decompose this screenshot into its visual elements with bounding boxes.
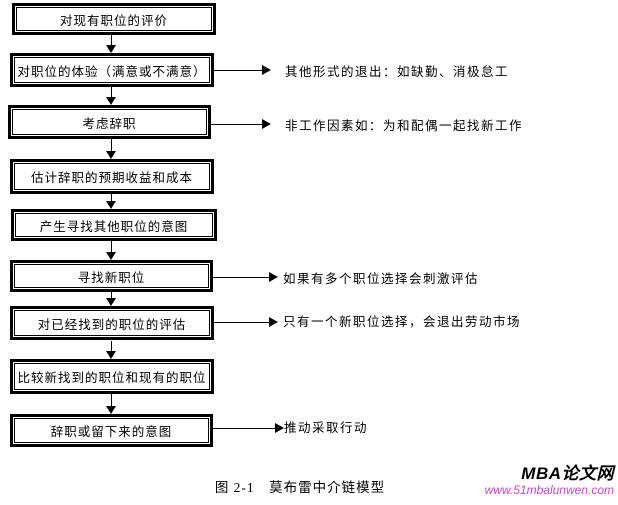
flow-box-1: 对现有职位的评价 bbox=[12, 3, 216, 35]
flow-box-5-label: 产生寻找其他职位的意图 bbox=[39, 219, 189, 234]
flow-box-9: 辞职或留下来的意图 bbox=[10, 414, 213, 447]
watermark-site-name: MBA论文网 bbox=[521, 464, 614, 483]
down-arrow-icon bbox=[105, 35, 117, 53]
annotation-multiple-options: 如果有多个职位选择会刺激评估 bbox=[283, 272, 480, 286]
right-arrow-icon bbox=[214, 316, 278, 328]
figure-caption: 图 2-1 莫布雷中介链模型 bbox=[214, 480, 386, 495]
down-arrow-icon bbox=[105, 394, 117, 414]
down-arrow-icon bbox=[105, 341, 117, 359]
right-arrow-icon bbox=[211, 118, 271, 130]
down-arrow-icon bbox=[105, 194, 117, 209]
flow-box-1-label: 对现有职位的评价 bbox=[59, 13, 168, 28]
flow-box-2: 对职位的体验（满意或不满意） bbox=[10, 53, 214, 87]
down-arrow-icon bbox=[105, 87, 117, 105]
annotation-other-withdrawal: 其他形式的退出：如缺勤、消极怠工 bbox=[285, 65, 510, 79]
flow-box-6-label: 寻找新职位 bbox=[77, 270, 146, 285]
flow-box-8: 比较新找到的职位和现有的职位 bbox=[10, 359, 214, 394]
annotation-single-option: 只有一个新职位选择，会退出劳动市场 bbox=[283, 315, 522, 329]
flow-box-5: 产生寻找其他职位的意图 bbox=[11, 209, 217, 241]
flow-box-8-label: 比较新找到的职位和现有的职位 bbox=[17, 371, 207, 385]
flow-box-2-label: 对职位的体验（满意或不满意） bbox=[17, 64, 207, 79]
flow-box-7: 对已经找到的职位的评估 bbox=[10, 306, 214, 340]
down-arrow-icon bbox=[105, 241, 117, 260]
down-arrow-icon bbox=[105, 292, 117, 306]
watermark-url: www.51mbalunwen.com bbox=[484, 482, 614, 497]
flow-box-7-label: 对已经找到的职位的评估 bbox=[37, 317, 187, 332]
watermark: MBA论文网 www.51mbalunwen.com bbox=[485, 464, 614, 497]
right-arrow-icon bbox=[214, 64, 271, 76]
flow-box-3-label: 考虑辞职 bbox=[82, 116, 137, 131]
annotation-take-action: 推动采取行动 bbox=[284, 421, 369, 435]
annotation-nonwork-factors: 非工作因素如：为和配偶一起找新工作 bbox=[285, 119, 524, 133]
flow-box-9-label: 辞职或留下来的意图 bbox=[50, 425, 173, 439]
down-arrow-icon bbox=[105, 139, 117, 159]
flow-box-4-label: 估计辞职的预期收益和成本 bbox=[30, 171, 193, 185]
right-arrow-icon bbox=[213, 422, 284, 434]
flow-box-3: 考虑辞职 bbox=[8, 105, 211, 139]
right-arrow-icon bbox=[213, 271, 278, 283]
flow-box-4: 估计辞职的预期收益和成本 bbox=[10, 159, 214, 194]
flow-box-6: 寻找新职位 bbox=[10, 260, 213, 292]
